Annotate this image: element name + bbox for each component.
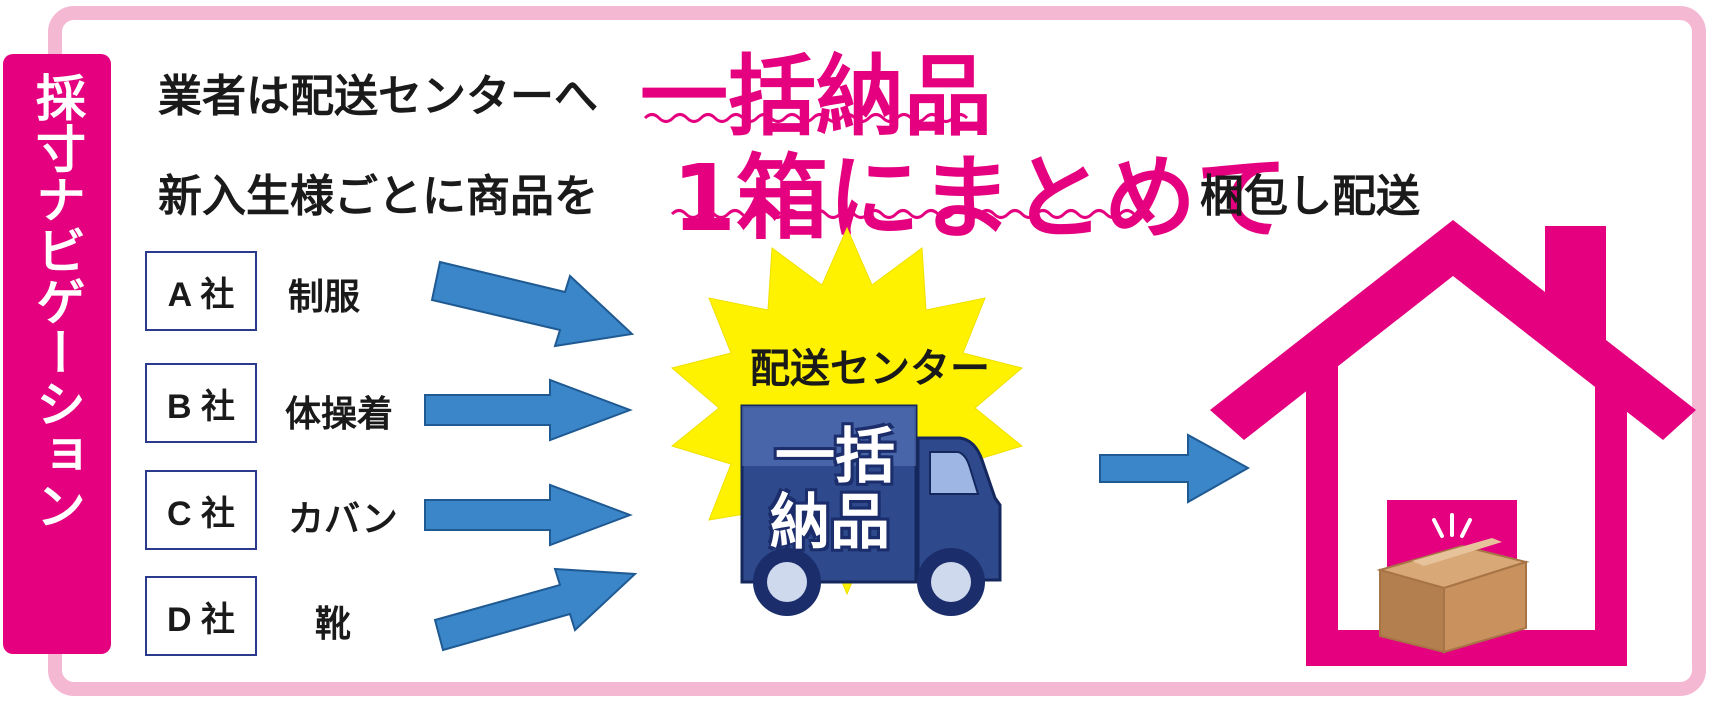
center-label: 配送センター bbox=[750, 346, 990, 392]
product-d: 靴 bbox=[315, 604, 352, 645]
truck-icon bbox=[740, 404, 1002, 616]
headline-line1-highlight: 一括納品 bbox=[640, 45, 993, 148]
box-icon bbox=[1376, 538, 1530, 654]
headline-line2-highlight: 1箱にまとめて bbox=[672, 145, 1289, 252]
truck-text-bottom: 納品 bbox=[770, 488, 890, 558]
truck-text-top: 一括 bbox=[775, 422, 895, 492]
product-c: カバン bbox=[288, 499, 398, 540]
side-tag-label: 採寸ナビゲーション bbox=[28, 72, 86, 531]
arrow-icon bbox=[433, 567, 638, 652]
company-box-b: B 社 bbox=[145, 363, 257, 443]
arrow-icon bbox=[424, 483, 633, 547]
headline-line1-prefix: 業者は配送センターへ bbox=[158, 71, 598, 122]
company-box-a: A 社 bbox=[145, 251, 257, 331]
arrow-icon bbox=[424, 378, 633, 442]
underline-wave-2 bbox=[670, 209, 1136, 219]
sparkle-icon bbox=[1432, 513, 1472, 538]
underline-wave-1 bbox=[643, 113, 969, 123]
arrow-icon bbox=[430, 260, 635, 348]
company-box-c: C 社 bbox=[145, 470, 257, 550]
company-box-d: D 社 bbox=[145, 576, 257, 656]
side-tag: 採寸ナビゲーション bbox=[3, 54, 111, 654]
arrow-icon bbox=[1099, 433, 1251, 504]
product-b: 体操着 bbox=[285, 394, 394, 435]
headline-line2-prefix: 新入生様ごとに商品を bbox=[158, 171, 598, 222]
headline-line2-suffix: 梱包し配送 bbox=[1200, 171, 1420, 222]
product-a: 制服 bbox=[288, 277, 361, 318]
